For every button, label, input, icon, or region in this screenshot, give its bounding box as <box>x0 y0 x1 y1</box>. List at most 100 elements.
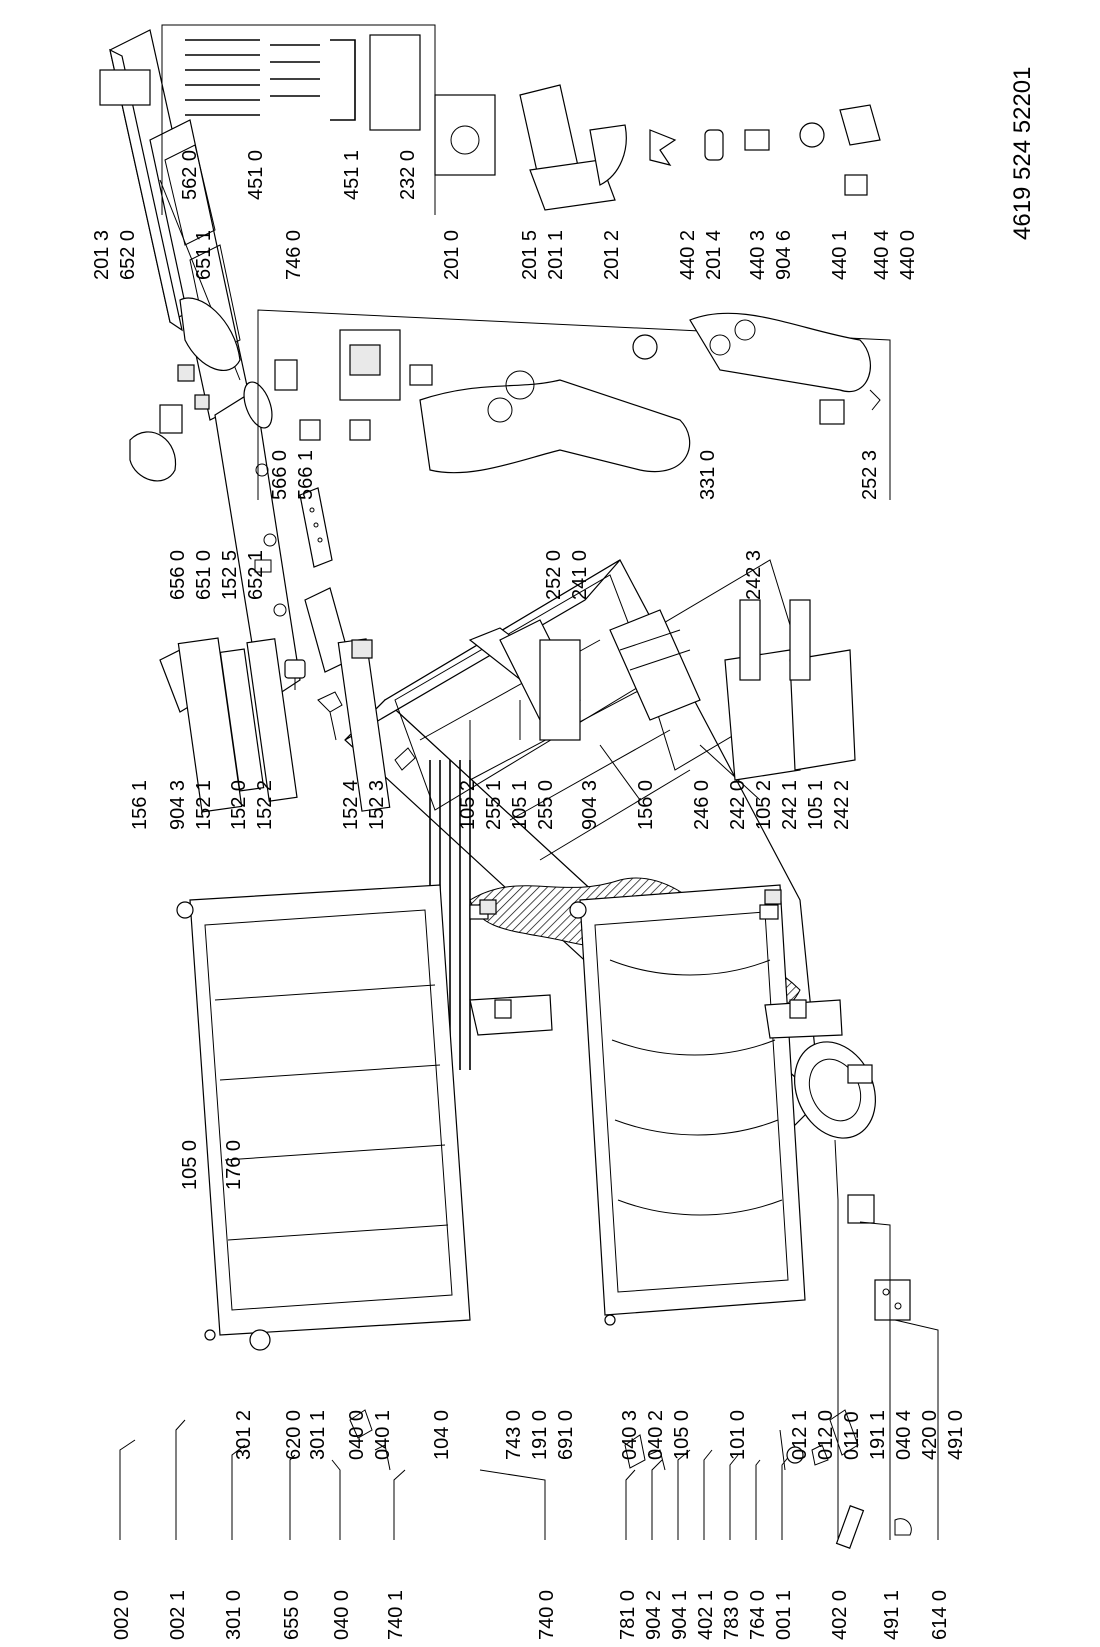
clip-part <box>394 747 416 771</box>
label-p6200: 620 0 <box>283 1410 305 1460</box>
column-3-labels: 156 1 904 3 152 1 152 0 152 2 152 4 152 … <box>129 780 853 830</box>
label-p4200: 420 0 <box>919 1410 941 1460</box>
screw-part <box>204 1329 216 1341</box>
electronic-module-part <box>874 1279 911 1321</box>
evaporator-coil <box>185 39 356 121</box>
label-p1010: 101 0 <box>727 1410 749 1460</box>
column-5-labels: 566 0 566 1 331 0 252 3 <box>269 450 881 500</box>
hinge-cover-part-2 <box>759 904 779 920</box>
button-part <box>249 1329 271 1351</box>
label-p6910: 691 0 <box>555 1410 577 1460</box>
label-p6560: 656 0 <box>167 550 189 600</box>
label-p6521: 652 1 <box>245 550 267 600</box>
label-p0011: 001 1 <box>773 1590 795 1640</box>
label-p5660: 566 0 <box>269 450 291 500</box>
air-duct-assembly <box>257 309 891 500</box>
label-p1524: 152 4 <box>340 780 362 830</box>
label-p4400: 440 0 <box>897 230 919 280</box>
label-p0404: 040 4 <box>893 1410 915 1460</box>
column-6-labels: 201 3 652 0 651 1 746 0 562 0 451 0 451 … <box>91 150 919 280</box>
label-p6140: 614 0 <box>929 1590 951 1640</box>
label-p3310: 331 0 <box>697 450 719 500</box>
label-p9043a: 904 3 <box>167 780 189 830</box>
label-p2011: 201 1 <box>545 230 567 280</box>
column-4-labels: 656 0 651 0 152 5 652 1 252 0 241 0 242 … <box>167 550 765 600</box>
evaporator-group <box>99 24 881 215</box>
label-p6550: 655 0 <box>281 1590 303 1640</box>
label-p1052a: 105 2 <box>457 780 479 830</box>
label-p2320: 232 0 <box>397 150 419 200</box>
hinge-part <box>317 691 343 741</box>
screw-part-2 <box>604 1314 616 1326</box>
label-p0400: 040 0 <box>331 1590 353 1640</box>
fridge-shelves-group <box>468 599 856 915</box>
freezer-door-part <box>176 884 471 1336</box>
label-p2460: 246 0 <box>691 780 713 830</box>
document-number: 4619 524 52201 <box>1009 66 1036 240</box>
label-p2010: 201 0 <box>441 230 463 280</box>
label-p4910: 491 0 <box>945 1410 967 1460</box>
fridge-door-part <box>569 884 806 1316</box>
label-p4021: 402 1 <box>695 1590 717 1640</box>
label-p5661: 566 1 <box>295 450 317 500</box>
label-p2551: 255 1 <box>483 780 505 830</box>
label-p2013: 201 3 <box>91 230 113 280</box>
column-2-labels: 105 0 176 0 301 2 620 0 301 1 040 0 040 … <box>179 1140 967 1460</box>
label-p9043b: 904 3 <box>579 780 601 830</box>
handle-part-2 <box>764 999 843 1039</box>
hinge-block-part-2 <box>789 999 807 1019</box>
label-p2420: 242 0 <box>727 780 749 830</box>
label-p0403: 040 3 <box>619 1410 641 1460</box>
hinge-block-part <box>494 999 512 1019</box>
label-p0021: 002 1 <box>167 1590 189 1640</box>
label-p7640: 764 0 <box>747 1590 769 1640</box>
label-p9042: 904 2 <box>643 1590 665 1640</box>
hinge-parts-group <box>349 1409 912 1549</box>
pcb-part <box>299 487 333 568</box>
label-p6510: 651 0 <box>193 550 215 600</box>
label-p7460: 746 0 <box>283 230 305 280</box>
label-p7810: 781 0 <box>617 1590 639 1640</box>
control-panel-part <box>214 389 301 707</box>
label-p2423: 242 3 <box>743 550 765 600</box>
label-p9046: 904 6 <box>773 230 795 280</box>
label-p4510: 451 0 <box>245 150 267 200</box>
label-p0121: 012 1 <box>789 1410 811 1460</box>
label-p2421: 242 1 <box>779 780 801 830</box>
label-p1050b: 105 0 <box>671 1410 693 1460</box>
label-p6520: 652 0 <box>117 230 139 280</box>
label-p1525: 152 5 <box>219 550 241 600</box>
label-p1051a: 105 1 <box>509 780 531 830</box>
label-p1760: 176 0 <box>223 1140 245 1190</box>
label-p1523: 152 3 <box>366 780 388 830</box>
label-p4401: 440 1 <box>829 230 851 280</box>
label-p2520: 252 0 <box>543 550 565 600</box>
label-p6511: 651 1 <box>193 230 215 280</box>
label-p1560: 156 0 <box>635 780 657 830</box>
label-p7430: 743 0 <box>503 1410 525 1460</box>
label-p1911: 191 1 <box>867 1410 889 1460</box>
relay-part <box>847 1194 875 1224</box>
label-p1050a: 105 0 <box>179 1140 201 1190</box>
label-p1561: 156 1 <box>129 780 151 830</box>
label-p2422: 242 2 <box>831 780 853 830</box>
label-p0401: 040 1 <box>372 1410 394 1460</box>
lamp-socket-part <box>284 659 306 690</box>
label-p1520: 152 0 <box>228 780 250 830</box>
column-1-labels: 002 0 002 1 301 0 655 0 040 0 740 1 740 … <box>111 1590 951 1640</box>
label-p4404: 440 4 <box>871 230 893 280</box>
label-p9041: 904 1 <box>669 1590 691 1640</box>
label-p1910: 191 0 <box>529 1410 551 1460</box>
label-p4020: 402 0 <box>829 1590 851 1640</box>
label-p0020: 002 0 <box>111 1590 133 1640</box>
label-p0402b: 040 0 <box>346 1410 368 1460</box>
label-p0110: 011 0 <box>841 1411 863 1460</box>
label-p2014: 201 4 <box>703 230 725 280</box>
label-p1051b: 105 1 <box>805 780 827 830</box>
label-p2015: 201 5 <box>519 230 541 280</box>
label-p4402: 440 2 <box>677 230 699 280</box>
label-p4911: 491 1 <box>881 1590 903 1640</box>
label-p3010: 301 0 <box>223 1590 245 1640</box>
label-p1040: 104 0 <box>431 1410 453 1460</box>
